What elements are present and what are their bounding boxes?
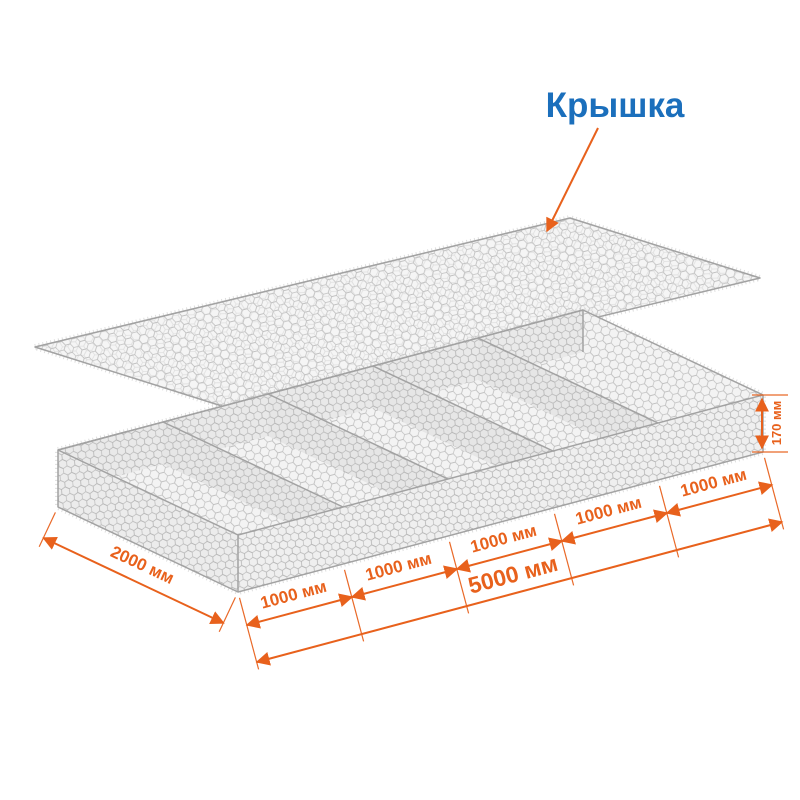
basket-partitions	[162, 337, 659, 549]
lid-leader-arrow	[546, 127, 599, 233]
partition-wall-1	[162, 421, 344, 549]
partition-wall-3	[372, 365, 554, 493]
dim-total-length-label: 5000 мм	[465, 550, 560, 599]
dim-height-label: 170 мм	[769, 401, 784, 446]
lid-label: Крышка	[546, 86, 685, 125]
lid-callout: Крышка	[546, 86, 685, 233]
lid-mesh-panel	[23, 214, 772, 411]
partition-wall-4	[477, 337, 659, 465]
partition-wall-2	[267, 393, 449, 521]
dimension-line-height: 170 мм	[752, 394, 788, 453]
basket-inner-edges	[57, 394, 764, 592]
